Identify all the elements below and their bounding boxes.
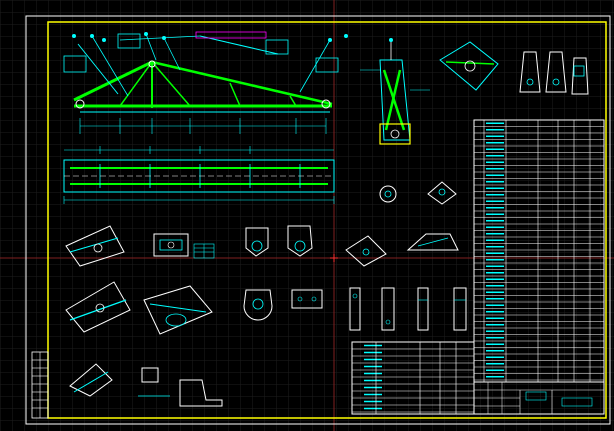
truss-plan-view[interactable] bbox=[63, 146, 335, 204]
bottom-joint-detail-1[interactable] bbox=[69, 363, 113, 397]
strip-plate-4[interactable] bbox=[453, 287, 467, 331]
small-table-mid bbox=[193, 243, 215, 259]
slotted-joint-detail[interactable] bbox=[143, 285, 213, 335]
bracket-detail-2[interactable] bbox=[153, 233, 189, 257]
drawing-frame bbox=[47, 21, 607, 419]
gusset-detail-triangle[interactable] bbox=[427, 181, 457, 205]
truss-elevation-view[interactable] bbox=[63, 31, 348, 134]
parts-rows bbox=[352, 344, 474, 413]
bom-rows bbox=[474, 122, 604, 381]
revision-strip bbox=[31, 351, 49, 419]
web-plate-detail[interactable] bbox=[406, 233, 459, 251]
fork-joint-detail[interactable] bbox=[65, 281, 131, 333]
bottom-joint-detail-3[interactable] bbox=[179, 379, 223, 407]
bracket-detail-1[interactable] bbox=[65, 225, 125, 267]
plate-detail-c[interactable] bbox=[571, 57, 589, 95]
bottom-joint-detail-2[interactable] bbox=[138, 367, 170, 397]
strip-plate-1[interactable] bbox=[349, 287, 361, 331]
title-block[interactable] bbox=[473, 381, 605, 415]
sheet-border bbox=[25, 15, 611, 425]
parts-table-lower[interactable] bbox=[351, 341, 475, 415]
rounded-lug-detail[interactable] bbox=[243, 289, 273, 321]
angle-bracket-detail[interactable] bbox=[345, 235, 387, 267]
joint-detail-top-right[interactable] bbox=[439, 41, 499, 91]
plate-detail-a[interactable] bbox=[519, 51, 541, 93]
strip-plate-3[interactable] bbox=[417, 287, 429, 331]
gusset-detail-small[interactable] bbox=[379, 185, 397, 203]
side-section-view[interactable] bbox=[360, 38, 430, 145]
lug-plate-2[interactable] bbox=[287, 225, 313, 257]
crosshair-icon bbox=[330, 254, 338, 262]
base-plate-detail[interactable] bbox=[291, 289, 323, 309]
lug-plate-1[interactable] bbox=[245, 227, 269, 257]
plate-detail-b[interactable] bbox=[545, 51, 567, 93]
strip-plate-2[interactable] bbox=[381, 287, 395, 331]
bill-of-materials-table[interactable] bbox=[473, 119, 605, 383]
